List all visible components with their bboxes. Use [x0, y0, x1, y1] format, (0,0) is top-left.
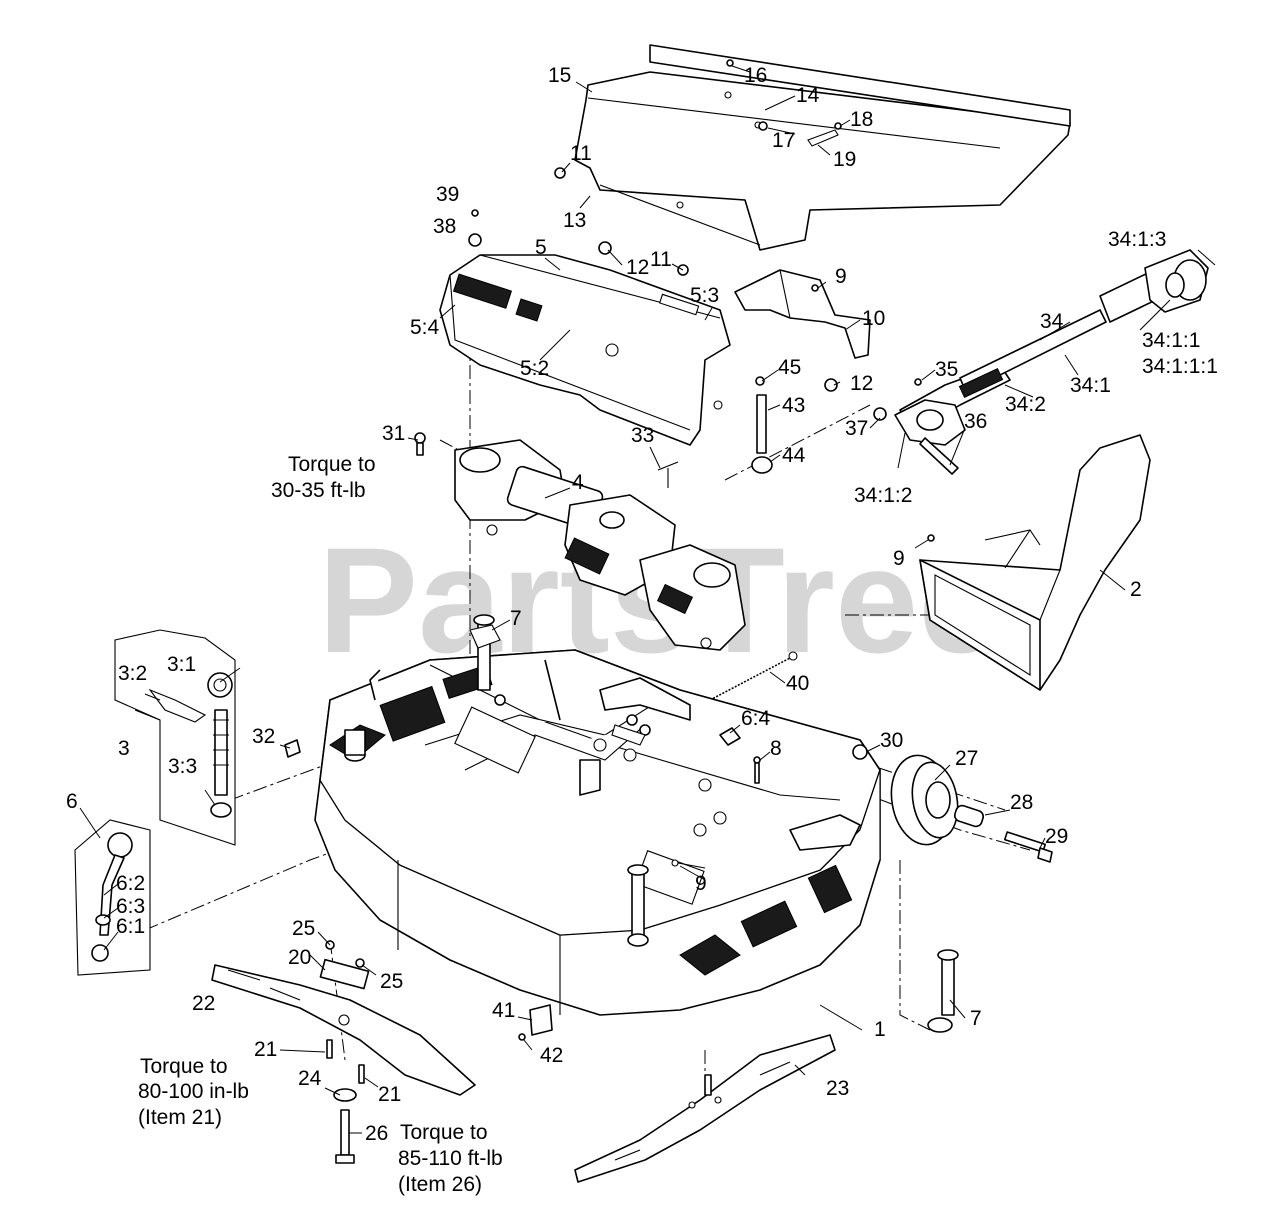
- callout-3-2: 3:2: [118, 662, 147, 685]
- callout-22: 22: [192, 992, 215, 1015]
- link-rod-assembly: [74, 819, 151, 976]
- pto-drive-shaft: [873, 249, 1209, 475]
- top-hardware: [468, 59, 842, 276]
- callout-28: 28: [1010, 791, 1033, 814]
- callout-6: 6: [66, 790, 78, 813]
- leader-lines: [79, 65, 1216, 1134]
- height-adjust-pins: [469, 614, 959, 1033]
- callout-9-top: 9: [835, 265, 847, 288]
- callout-15: 15: [548, 64, 571, 87]
- callout-4: 4: [572, 471, 584, 494]
- torque-note-item26-line2: 85-110 ft-lb: [398, 1147, 503, 1170]
- callout-44: 44: [782, 444, 806, 467]
- callout-34-2: 34:2: [1005, 393, 1046, 416]
- drive-shaft-guard: [734, 269, 871, 359]
- callout-3-1: 3:1: [167, 653, 196, 676]
- callout-38: 38: [433, 215, 456, 238]
- lift-link-assembly: [114, 629, 236, 846]
- discharge-chute: [919, 434, 1151, 691]
- callout-3-3: 3:3: [168, 755, 197, 778]
- callout-36: 36: [964, 410, 987, 433]
- callout-34-1-1: 34:1:1: [1142, 329, 1200, 352]
- deck-hardware: [284, 727, 868, 867]
- callout-7-bottom: 7: [970, 1007, 982, 1030]
- callout-5: 5: [535, 236, 547, 259]
- callout-39: 39: [436, 183, 459, 206]
- callout-11-mid: 11: [650, 248, 672, 271]
- callout-6-4: 6:4: [741, 707, 771, 730]
- callout-42: 42: [540, 1044, 563, 1067]
- callout-labels: 1 2 3 3:1 3:2 3:3 4 5 5:2 5:3 5:4 6 6:1 …: [66, 64, 1218, 1145]
- callout-7-top: 7: [510, 607, 522, 630]
- callout-6-1: 6:1: [116, 915, 145, 938]
- callout-6-3: 6:3: [116, 895, 145, 918]
- callout-8: 8: [770, 737, 782, 760]
- torque-note-item26-line3: (Item 26): [398, 1173, 482, 1196]
- callout-13: 13: [563, 209, 586, 232]
- callout-2: 2: [1130, 578, 1142, 601]
- callout-31: 31: [382, 422, 405, 445]
- callout-33: 33: [631, 424, 654, 447]
- callout-18: 18: [850, 108, 873, 131]
- torque-note-item26-line1: Torque to: [400, 1121, 488, 1144]
- torque-note-gearbox-line1: Torque to: [288, 453, 376, 476]
- cutting-blades: [211, 940, 836, 1183]
- callout-5-4: 5:4: [410, 316, 440, 339]
- anti-scalp-wheel: [890, 754, 1053, 863]
- callout-19: 19: [833, 148, 856, 171]
- callout-41: 41: [492, 999, 515, 1022]
- callout-34: 34: [1040, 310, 1064, 333]
- callout-24: 24: [298, 1067, 322, 1090]
- spacer-assembly: [751, 284, 838, 474]
- callout-9-deck: 9: [695, 872, 707, 895]
- torque-note-item21-line3: (Item 21): [138, 1106, 222, 1129]
- callout-21-right: 21: [378, 1083, 401, 1106]
- callout-40: 40: [786, 672, 809, 695]
- rear-mount-bracket: [574, 44, 1071, 251]
- callout-3: 3: [118, 737, 130, 760]
- callout-11-top: 11: [570, 142, 592, 165]
- callout-23: 23: [826, 1077, 849, 1100]
- callout-5-3: 5:3: [690, 284, 719, 307]
- torque-notes: Torque to 30-35 ft-lb Torque to 80-100 i…: [138, 453, 503, 1196]
- callout-26: 26: [365, 1122, 388, 1145]
- callout-10: 10: [862, 307, 885, 330]
- callout-45: 45: [778, 356, 801, 379]
- callout-12-right: 12: [850, 372, 873, 395]
- callout-34-1: 34:1: [1070, 374, 1111, 397]
- mower-deck-shell: [314, 649, 881, 1016]
- callout-34-1-3: 34:1:3: [1108, 228, 1166, 251]
- deck-cover-plate: [439, 254, 731, 446]
- callout-12-left: 12: [626, 256, 649, 279]
- callout-25-right: 25: [380, 970, 403, 993]
- callout-1: 1: [874, 1018, 886, 1041]
- callout-29: 29: [1045, 825, 1068, 848]
- callout-6-2: 6:2: [116, 872, 145, 895]
- callout-27: 27: [955, 747, 978, 770]
- torque-note-gearbox-line2: 30-35 ft-lb: [271, 479, 366, 502]
- callout-37: 37: [845, 417, 868, 440]
- callout-9-chute: 9: [893, 547, 905, 570]
- callout-32: 32: [252, 725, 275, 748]
- callout-5-2: 5:2: [520, 357, 549, 380]
- callout-20: 20: [288, 946, 311, 969]
- callout-17: 17: [772, 129, 795, 152]
- callout-35: 35: [935, 358, 958, 381]
- callout-21-left: 21: [254, 1038, 277, 1061]
- torque-note-item21-line2: 80-100 in-lb: [138, 1080, 249, 1103]
- callout-34-1-1-1: 34:1:1:1: [1142, 355, 1218, 378]
- callout-43: 43: [782, 394, 805, 417]
- callout-30: 30: [880, 729, 903, 752]
- gearbox-assembly: [414, 432, 746, 651]
- callout-16: 16: [744, 64, 767, 87]
- callout-14: 14: [796, 84, 820, 107]
- callout-34-1-2: 34:1:2: [854, 484, 912, 507]
- torque-note-item21-line1: Torque to: [140, 1055, 228, 1078]
- callout-25-top: 25: [292, 917, 315, 940]
